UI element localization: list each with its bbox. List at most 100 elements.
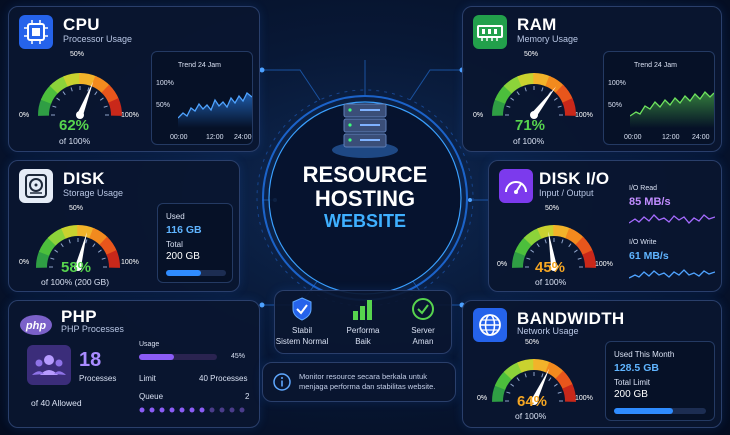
- disk-gauge: [36, 225, 120, 271]
- diskio-write-label: I/O Write: [629, 239, 657, 246]
- disk-used-value: 116 GB: [166, 224, 202, 236]
- cpu-gauge: [38, 73, 122, 119]
- gauge-segment: [492, 98, 506, 116]
- gauge-tick: [524, 87, 527, 92]
- gauge-segment: [47, 227, 67, 246]
- gauge-tick: [557, 391, 562, 394]
- php-usage-pct: 45%: [231, 353, 246, 360]
- gauge-segment: [38, 98, 52, 116]
- php-queue-value: 2: [245, 392, 250, 401]
- gauge-segment: [582, 250, 596, 268]
- ram-percent: 71%: [515, 117, 546, 134]
- gauge-tick: [506, 105, 511, 108]
- gauge-tick: [553, 383, 558, 387]
- diskio-read-label: I/O Read: [629, 185, 658, 192]
- gauge-needle: [531, 368, 550, 403]
- disk-card: DISK Storage Usage 0% 50% 100% 58% of 10…: [8, 160, 240, 292]
- diskio-write-value: 61 MB/s: [629, 250, 669, 262]
- php-card: php PHP PHP Processes 18 Processes of 40…: [8, 300, 260, 428]
- gauge-segment: [77, 225, 95, 239]
- gauge-hub: [530, 397, 538, 405]
- php-process-count: 18: [79, 349, 102, 371]
- ram-title: RAM: [517, 15, 557, 34]
- ram-memory-icon: [473, 15, 507, 49]
- ram-gauge: [492, 73, 576, 119]
- bandwidth-usage-panel: Used This Month 128.5 GB Total Limit 200…: [605, 341, 715, 421]
- bandwidth-used-label: Used This Month: [614, 350, 675, 359]
- gauge-tick: [99, 97, 104, 101]
- diskio-title: DISK I/O: [539, 169, 610, 188]
- php-usage-fill: [139, 354, 175, 360]
- cpu-gauge-min: 0%: [19, 112, 30, 119]
- gauge-segment: [101, 84, 120, 104]
- info-icon: [273, 373, 291, 391]
- gauge-tick: [553, 97, 558, 101]
- php-queue-dots: [139, 407, 245, 413]
- disk-used-label: Used: [166, 212, 185, 221]
- cpu-title: CPU: [63, 15, 100, 34]
- bar-chart-icon: [353, 300, 372, 320]
- cpu-trend-x1: 12:00: [206, 134, 224, 141]
- gauge-tick: [85, 239, 88, 244]
- gauge-segment: [49, 75, 69, 94]
- gauge-tick: [541, 87, 544, 92]
- gauge-segment: [537, 225, 555, 239]
- php-title: PHP: [61, 307, 97, 326]
- ram-trend-x1: 12:00: [662, 134, 680, 141]
- gauge-segment: [503, 361, 523, 380]
- disk-title: DISK: [63, 169, 105, 188]
- gauge-tick: [68, 239, 71, 244]
- php-logo-icon: php: [19, 308, 53, 342]
- cpu-gauge-max: 100%: [121, 112, 139, 119]
- gauge-segment: [523, 227, 543, 246]
- ram-trend-ytop: 100%: [608, 80, 626, 87]
- bandwidth-of: of 100%: [515, 411, 547, 421]
- diskio-read-sparkline: [629, 214, 715, 224]
- gauge-needle: [77, 81, 94, 117]
- cpu-of: of 100%: [59, 136, 91, 146]
- cpu-trend-chart: [178, 91, 252, 128]
- ram-trend-x0: 00:00: [624, 134, 642, 141]
- diskio-gauge-min: 0%: [497, 261, 508, 268]
- ram-gauge-mid: 50%: [524, 51, 539, 58]
- gauge-segment: [512, 250, 526, 268]
- gauge-segment: [562, 98, 576, 116]
- gauge-segment: [562, 384, 576, 402]
- gauge-tick: [103, 105, 108, 108]
- diskio-read-value: 85 MB/s: [629, 196, 671, 208]
- gauge-tick: [506, 391, 511, 394]
- bandwidth-gauge-min: 0%: [477, 395, 488, 402]
- cpu-trend-x2: 24:00: [234, 134, 252, 141]
- gauge-needle: [75, 232, 87, 268]
- ram-subtitle: Memory Usage: [517, 34, 579, 44]
- gauge-segment: [99, 236, 118, 256]
- diskio-card: DISK I/O Input / Output 0% 50% 100% 45% …: [488, 160, 722, 292]
- gauge-tick: [577, 257, 582, 260]
- php-usage-label: Usage: [139, 341, 160, 348]
- cpu-trend-title: Trend 24 Jam: [178, 62, 221, 69]
- bandwidth-gauge: [492, 359, 576, 405]
- server-rack-icon: [332, 103, 398, 158]
- gauge-hub: [550, 263, 558, 271]
- disk-total-label: Total: [166, 240, 183, 249]
- gauge-segment: [106, 250, 120, 268]
- gauge-segment: [533, 359, 551, 373]
- gauge-tick: [510, 97, 515, 101]
- gauge-segment: [108, 98, 122, 116]
- ram-trend-title: Trend 24 Jam: [634, 62, 677, 69]
- gauge-tick: [536, 243, 540, 248]
- gauge-tick: [510, 383, 515, 387]
- gauge-tick: [92, 243, 96, 248]
- ram-trend-panel: Trend 24 Jam 100% 50% 00:00 12:00 24:00: [603, 51, 715, 145]
- center-title-line1: RESOURCE: [302, 162, 428, 187]
- ram-gauge-min: 0%: [473, 112, 484, 119]
- gauge-tick: [516, 91, 520, 96]
- gauge-tick: [526, 257, 531, 260]
- gauge-tick: [573, 249, 578, 253]
- disk-subtitle: Storage Usage: [63, 188, 124, 198]
- gauge-segment: [63, 73, 81, 87]
- disk-gauge-max: 100%: [121, 259, 139, 266]
- ram-trend-x2: 24:00: [692, 134, 710, 141]
- speedometer-icon: [499, 169, 533, 203]
